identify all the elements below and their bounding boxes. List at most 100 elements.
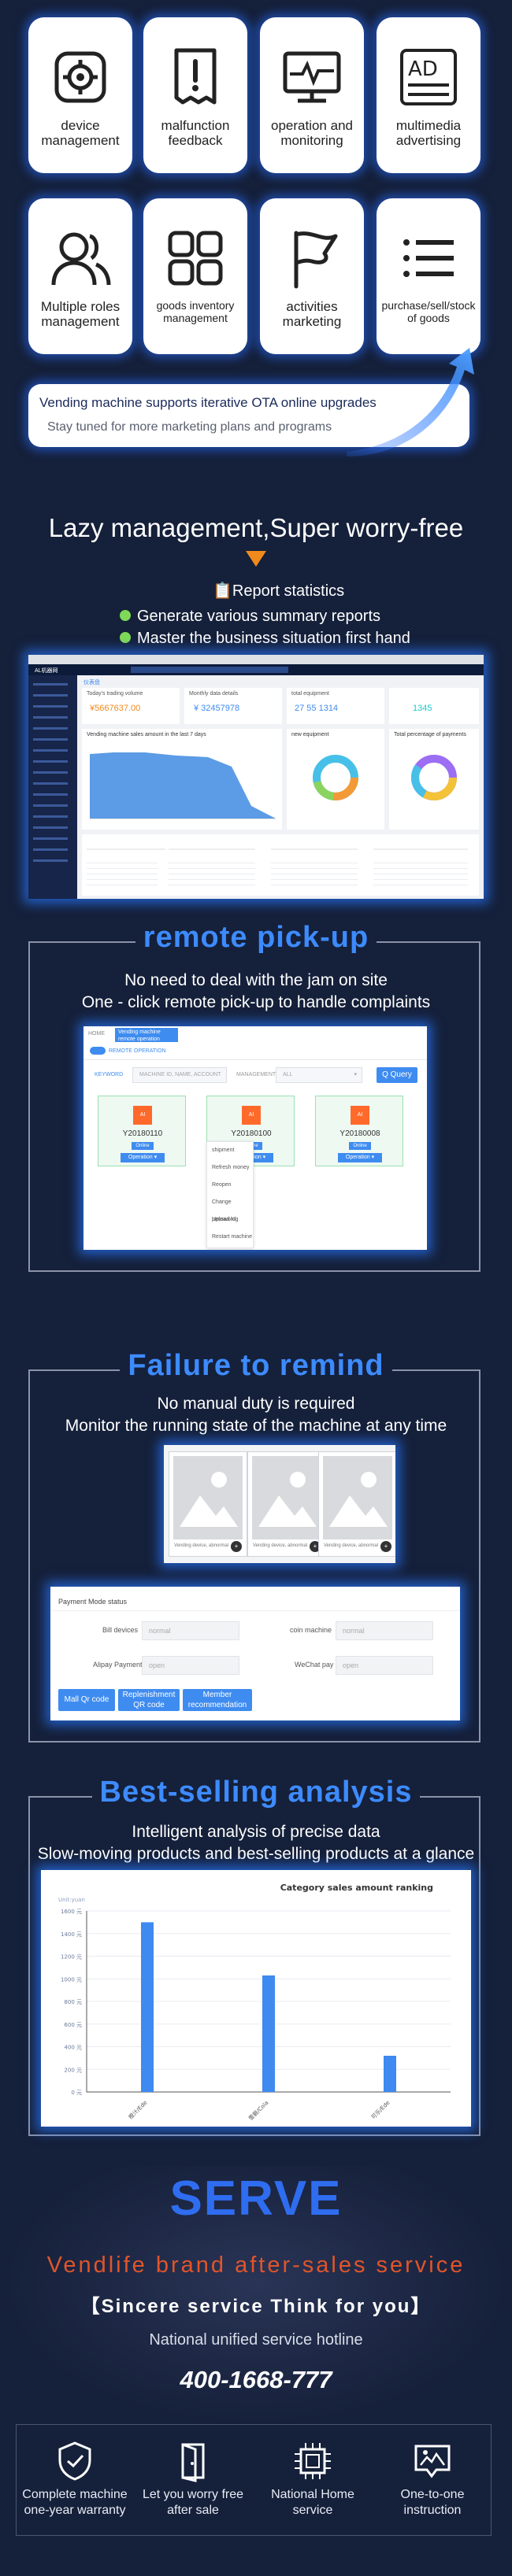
toggle-label: REMOTE OPERATION	[109, 1048, 166, 1054]
field-label: Alipay Payment	[93, 1661, 143, 1669]
report-point: Generate various summary reports	[120, 608, 380, 626]
green-dot-icon	[120, 610, 131, 621]
chip-icon	[295, 2443, 331, 2479]
photo-card[interactable]: Vending device, abnormal +	[247, 1451, 326, 1557]
replenishment-qr-code-button[interactable]: Replenishment QR code	[118, 1689, 180, 1711]
grid-icon	[168, 231, 223, 286]
machine-card[interactable]: AI Y20180008 Online Operation ▾	[315, 1096, 403, 1166]
keyword-search-input[interactable]: MACHINE ID, NAME, ACCOUNT	[132, 1067, 227, 1083]
feature-tile-multiple-roles[interactable]: Multiple roles management	[28, 198, 132, 354]
feature-tile-purchase-sell-stock[interactable]: purchase/sell/stock of goods	[377, 198, 480, 354]
stat-card: total equipment 27 55 1314	[287, 688, 384, 724]
report-point: Master the business situation first hand	[120, 630, 410, 648]
y-tick-label: 1000 元	[61, 1976, 82, 1983]
chart-title: Category sales amount ranking	[280, 1883, 433, 1893]
feature-tile-device-management[interactable]: device management	[28, 17, 132, 173]
feature-label: operation and monitoring	[271, 118, 353, 148]
y-tick-label: 600 元	[64, 2022, 82, 2028]
feature-label: malfunction feedback	[161, 118, 230, 148]
breadcrumb-home[interactable]: HOME	[88, 1031, 105, 1037]
feature-tile-activities-marketing[interactable]: activities marketing	[260, 198, 364, 354]
feature-tile-goods-inventory[interactable]: goods inventory management	[143, 198, 247, 354]
remote-pickup-title: remote pick-up	[0, 921, 512, 955]
operation-dropdown-menu: shipment Refresh money Reopen Change pas…	[206, 1141, 254, 1248]
mall-qr-code-button[interactable]: Mall Qr code	[58, 1689, 115, 1711]
failure-line: Monitor the running state of the machine…	[65, 1417, 447, 1435]
list-icon	[403, 239, 454, 277]
image-placeholder-icon	[323, 1456, 392, 1539]
hotline-label: National unified service hotline	[149, 2331, 363, 2349]
feature-tile-multimedia-advertising[interactable]: AD multimedia advertising	[377, 17, 480, 173]
operation-button[interactable]: Operation ▾	[121, 1153, 165, 1162]
stat-card: Monthly data details ¥ 32457978	[184, 688, 282, 724]
alipay-field: open	[142, 1656, 239, 1675]
hotline-number[interactable]: 400-1668-777	[180, 2366, 332, 2393]
stat-card: 1345	[389, 688, 479, 724]
x-tick-label: 可乐/Ede	[369, 2099, 391, 2120]
bar	[384, 2056, 396, 2092]
field-label: Bill devices	[102, 1626, 139, 1634]
menu-item-reopen[interactable]: Reopen	[212, 1182, 232, 1188]
serve-background	[0, 2166, 512, 2426]
category-sales-bar-chart: Category sales amount rankingUnit:yuan0 …	[58, 1883, 451, 2122]
service-item-warranty: Complete machine one-year warranty	[16, 2440, 134, 2519]
menu-item-upload-log[interactable]: Upload log	[212, 1217, 239, 1222]
zoom-icon[interactable]: +	[231, 1541, 242, 1552]
serve-slogan: 【Sincere service Think for you】	[80, 2296, 432, 2317]
remote-line: One - click remote pick-up to handle com…	[81, 993, 431, 1011]
users-icon	[51, 232, 111, 286]
remote-operation-screenshot: HOME Vending machine remote operation RE…	[83, 1026, 427, 1250]
y-tick-label: 400 元	[64, 2045, 82, 2051]
zoom-icon[interactable]: +	[380, 1541, 391, 1552]
menu-item-change-password[interactable]: Change password	[212, 1199, 236, 1222]
y-tick-label: 800 元	[64, 1999, 82, 2005]
summary-tables	[82, 834, 479, 896]
query-button[interactable]: Q Query	[377, 1067, 417, 1083]
tab-remote-operation[interactable]: Vending machine remote operation	[115, 1028, 178, 1042]
ad-icon: AD	[400, 49, 457, 105]
menu-item-restart-machine[interactable]: Restart machine	[212, 1234, 252, 1240]
chat-image-icon	[414, 2445, 451, 2478]
feature-tile-malfunction-feedback[interactable]: malfunction feedback	[143, 17, 247, 173]
photo-card[interactable]: Vending device, abnormal +	[318, 1451, 395, 1557]
remote-operation-toggle[interactable]	[90, 1047, 106, 1055]
bar	[262, 1975, 275, 2092]
photo-card[interactable]: Vending device, abnormal +	[169, 1451, 247, 1557]
machine-card[interactable]: AI Y20180110 Online Operation ▾	[98, 1096, 186, 1166]
feature-label: activities marketing	[282, 299, 342, 329]
x-tick-label: 雪碧/Cola	[247, 2099, 270, 2122]
clipboard-icon: 📋	[213, 582, 232, 600]
field-label: coin machine	[290, 1626, 332, 1634]
feature-label: Multiple roles management	[40, 299, 121, 329]
image-placeholder-icon	[173, 1456, 243, 1539]
search-label: KEYWORD	[95, 1072, 124, 1077]
best-selling-title: Best-selling analysis	[0, 1776, 512, 1809]
service-item-home-service: National Home service	[254, 2440, 372, 2519]
arrow-swoosh-icon	[347, 348, 474, 456]
status-badge: Online	[349, 1142, 371, 1150]
menu-item-shipment[interactable]: shipment	[212, 1148, 235, 1153]
menu-item-refresh-money[interactable]: Refresh money	[212, 1165, 250, 1170]
zoom-icon[interactable]: +	[310, 1541, 321, 1552]
ota-subtitle: Stay tuned for more marketing plans and …	[47, 420, 332, 434]
machine-logo-icon: AI	[133, 1106, 152, 1125]
document-alert-icon	[174, 48, 217, 105]
feature-label: multimedia advertising	[395, 118, 462, 148]
operation-button[interactable]: Operation ▾	[338, 1153, 382, 1162]
triangle-down-icon	[246, 551, 266, 567]
best-selling-line: Intelligent analysis of precise data	[132, 1823, 380, 1841]
member-recommendation-button[interactable]: Member recommendation	[183, 1689, 252, 1711]
chevron-down-icon: ▾	[354, 1072, 357, 1077]
failure-title: Failure to remind	[0, 1349, 512, 1383]
sales-area-chart: Vending machine sales amount in the last…	[82, 729, 282, 830]
dashboard-tab[interactable]: 仪表盘	[83, 680, 100, 686]
feature-tile-operation-monitoring[interactable]: operation and monitoring	[260, 17, 364, 173]
management-select[interactable]: ALL▾	[276, 1067, 362, 1083]
monitor-pulse-icon	[283, 51, 341, 103]
ota-banner: Vending machine supports iterative OTA o…	[28, 384, 469, 447]
svg-text:AD: AD	[408, 57, 438, 81]
panel-title: Payment Mode status	[58, 1598, 128, 1606]
abnormal-photos-panel: Vending device, abnormal + Vending devic…	[164, 1445, 395, 1563]
serve-brand-line: Vendlife brand after-sales service	[46, 2253, 466, 2278]
